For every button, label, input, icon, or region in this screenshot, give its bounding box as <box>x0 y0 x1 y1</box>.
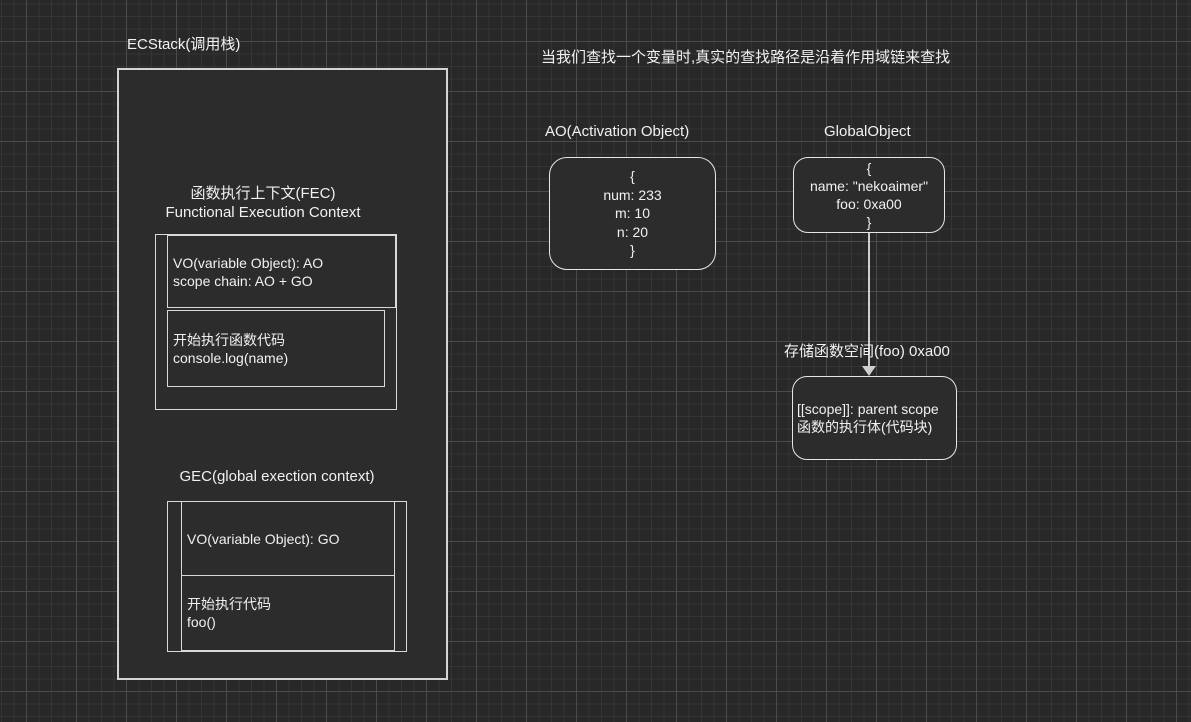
fec-title-en: Functional Execution Context <box>165 204 361 221</box>
ecstack-label: ECStack(调用栈) <box>127 36 241 53</box>
global-object-box[interactable]: { name: "nekoaimer" foo: 0xa00 } <box>793 157 945 233</box>
scope-box[interactable]: [[scope]]: parent scope 函数的执行体(代码块) <box>792 376 957 460</box>
fec-code-line2: console.log(name) <box>173 349 289 366</box>
ao-label: AO(Activation Object) <box>545 123 690 140</box>
ao-line-num: num: 233 <box>603 186 662 203</box>
gec-code-box[interactable]: 开始执行代码 foo() <box>182 576 394 649</box>
fec-scope-chain-line: scope chain: AO + GO <box>173 272 313 289</box>
ecstack-box[interactable] <box>117 68 448 680</box>
arrow-global-to-scope[interactable] <box>868 233 870 367</box>
scope-chain-note: 当我们查找一个变量时,真实的查找路径是沿着作用域链来查找 <box>541 49 951 66</box>
store-function-space-note: 存储函数空间(foo) 0xa00 <box>784 343 950 360</box>
fec-title-zh: 函数执行上下文(FEC) <box>190 185 336 202</box>
scope-line1: [[scope]]: parent scope <box>797 400 939 417</box>
ao-line-open-brace: { <box>630 168 635 185</box>
ao-line-close-brace: } <box>630 242 635 259</box>
ao-box[interactable]: { num: 233 m: 10 n: 20 } <box>549 157 716 270</box>
go-line-open-brace: { <box>866 160 872 176</box>
fec-title: 函数执行上下文(FEC) Functional Execution Contex… <box>132 184 394 222</box>
go-line-name: name: "nekoaimer" <box>809 178 929 194</box>
ao-line-n: n: 20 <box>616 223 649 240</box>
go-line-foo: foo: 0xa00 <box>836 196 902 212</box>
go-line-close-brace: } <box>866 214 872 230</box>
gec-title: GEC(global exection context) <box>179 468 375 485</box>
ao-line-m: m: 10 <box>614 205 650 222</box>
gec-vo-line: VO(variable Object): GO <box>187 530 340 547</box>
arrow-down-head-icon <box>862 366 876 376</box>
gec-code-line2: foo() <box>187 613 216 630</box>
gec-inner-box[interactable]: VO(variable Object): GO 开始执行代码 foo() <box>181 501 395 651</box>
gec-code-line1: 开始执行代码 <box>187 595 271 612</box>
fec-vo-box[interactable]: VO(variable Object): AO scope chain: AO … <box>167 235 396 308</box>
scope-line2: 函数的执行体(代码块) <box>797 419 933 435</box>
fec-vo-line: VO(variable Object): AO <box>173 254 324 271</box>
fec-code-box[interactable]: 开始执行函数代码 console.log(name) <box>167 310 385 387</box>
fec-code-line1: 开始执行函数代码 <box>173 331 285 348</box>
global-object-label: GlobalObject <box>824 123 911 140</box>
fec-frame[interactable] <box>155 234 397 410</box>
gec-vo-box[interactable]: VO(variable Object): GO <box>182 502 394 576</box>
